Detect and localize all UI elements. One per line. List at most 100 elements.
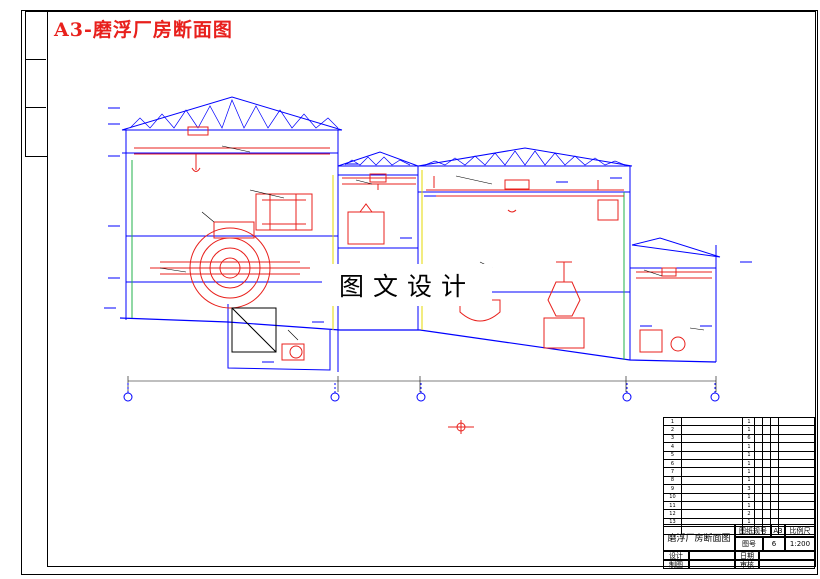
part-note bbox=[778, 416, 815, 427]
part-cell bbox=[754, 442, 764, 452]
part-cell bbox=[770, 450, 780, 460]
part-note bbox=[778, 484, 815, 494]
part-no: 9 bbox=[663, 484, 682, 494]
building-walls bbox=[119, 130, 717, 372]
part-note bbox=[778, 492, 815, 502]
origin-symbol bbox=[448, 420, 474, 434]
part-cell bbox=[770, 500, 780, 511]
drawn-label: 制图 bbox=[663, 560, 689, 569]
part-no: 1 bbox=[663, 416, 682, 427]
part-no: 6 bbox=[663, 458, 682, 469]
part-note bbox=[778, 509, 815, 519]
part-note bbox=[778, 425, 815, 435]
elevation-markers bbox=[104, 107, 752, 363]
part-no: 12 bbox=[663, 509, 682, 519]
margin-cell bbox=[26, 60, 46, 108]
part-cell bbox=[754, 425, 764, 435]
margin-cell bbox=[26, 12, 46, 60]
part-qty: 1 bbox=[742, 500, 756, 511]
part-no: 3 bbox=[663, 433, 682, 444]
part-qty: 1 bbox=[742, 475, 756, 486]
part-cell bbox=[762, 484, 772, 494]
scale-label: 比例尺 bbox=[785, 524, 815, 537]
part-qty: 6 bbox=[742, 433, 756, 444]
part-cell bbox=[754, 433, 764, 444]
date-value bbox=[759, 551, 815, 560]
parts-row: 10 1 bbox=[663, 492, 815, 502]
part-cell bbox=[754, 484, 764, 494]
part-qty: 1 bbox=[742, 442, 756, 452]
part-qty: 1 bbox=[742, 467, 756, 477]
part-qty: 2 bbox=[742, 509, 756, 519]
part-cell bbox=[762, 433, 772, 444]
ball-mill bbox=[150, 193, 313, 309]
part-cell bbox=[754, 450, 764, 460]
part-qty: 1 bbox=[742, 458, 756, 469]
part-cell bbox=[762, 458, 772, 469]
part-cell bbox=[762, 467, 772, 477]
drawing-no-label: 图纸规号 bbox=[735, 524, 771, 537]
sheet-size: A3 bbox=[771, 524, 785, 537]
part-qty bbox=[742, 526, 756, 536]
part-name bbox=[680, 433, 744, 444]
part-cell bbox=[770, 425, 780, 435]
part-cell bbox=[762, 492, 772, 502]
part-cell bbox=[762, 450, 772, 460]
axis-markers bbox=[123, 383, 720, 402]
part-no: 11 bbox=[663, 500, 682, 511]
part-no: 8 bbox=[663, 475, 682, 486]
drawing-border-outer bbox=[21, 10, 818, 575]
overhead-cranes bbox=[134, 126, 712, 279]
part-cell bbox=[762, 509, 772, 519]
part-cell bbox=[770, 433, 780, 444]
part-qty: 1 bbox=[742, 492, 756, 502]
part-note bbox=[778, 442, 815, 452]
roof-truss bbox=[121, 96, 721, 258]
part-note bbox=[778, 450, 815, 460]
part-name bbox=[680, 484, 744, 494]
part-cell bbox=[770, 492, 780, 502]
part-note bbox=[778, 475, 815, 486]
part-note bbox=[778, 458, 815, 469]
feed-hopper bbox=[231, 307, 277, 353]
part-name bbox=[680, 492, 744, 502]
part-cell bbox=[770, 416, 780, 427]
part-cell bbox=[754, 509, 764, 519]
part-cell bbox=[754, 467, 764, 477]
binding-margin-table bbox=[25, 11, 47, 157]
part-cell bbox=[770, 467, 780, 477]
sheet-no: 6 bbox=[763, 537, 785, 551]
part-no: 10 bbox=[663, 492, 682, 502]
part-cell bbox=[754, 475, 764, 486]
part-qty: 1 bbox=[742, 425, 756, 435]
part-cell bbox=[770, 484, 780, 494]
sheet-no-label: 图号 bbox=[735, 537, 763, 551]
part-name bbox=[680, 500, 744, 511]
drawing-name: 磨浮厂房断面图 bbox=[663, 524, 735, 551]
part-cell bbox=[770, 509, 780, 519]
part-note bbox=[778, 500, 815, 511]
part-name bbox=[680, 467, 744, 477]
parts-row: 12 2 bbox=[663, 509, 815, 519]
part-qty: 1 bbox=[742, 450, 756, 460]
part-no: 7 bbox=[663, 467, 682, 477]
part-no: 5 bbox=[663, 450, 682, 460]
part-cell bbox=[754, 416, 764, 427]
part-cell bbox=[770, 475, 780, 486]
part-name bbox=[680, 425, 744, 435]
drawing-border-inner bbox=[47, 11, 816, 567]
drawn-value bbox=[689, 560, 735, 569]
part-cell bbox=[770, 442, 780, 452]
part-cell bbox=[754, 492, 764, 502]
designed-label: 设计 bbox=[663, 551, 689, 560]
part-cell bbox=[762, 425, 772, 435]
